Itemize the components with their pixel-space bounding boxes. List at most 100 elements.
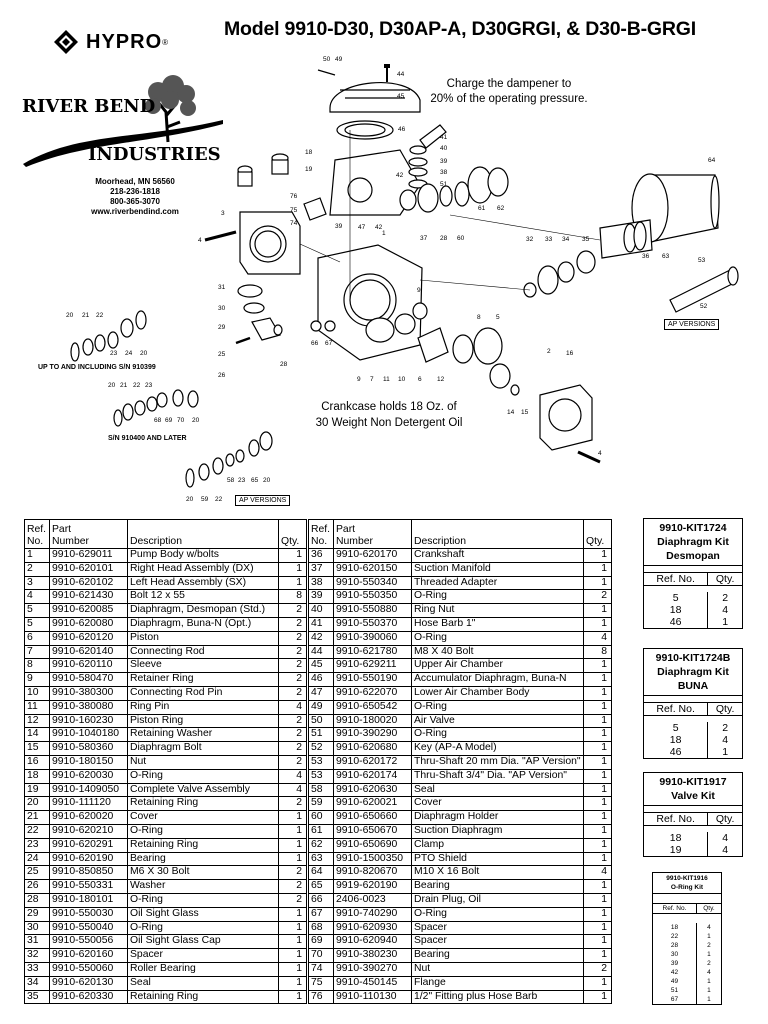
qty-cell: 1	[583, 699, 612, 715]
callout-label: 3	[221, 210, 225, 217]
ref-no-cell: 5	[24, 616, 50, 632]
dealer-address: Moorhead, MN 56560	[95, 177, 175, 186]
ref-no-cell: 64	[308, 865, 334, 881]
part-number-cell: 9910-629011	[49, 548, 128, 563]
kit-qty-header: Qty.	[707, 702, 743, 716]
qty-cell: 4	[278, 768, 307, 784]
qty-cell: 8	[278, 589, 307, 605]
callout-label: 50	[323, 56, 331, 63]
qty-cell: 1	[583, 948, 612, 963]
callout-label: 45	[397, 93, 405, 100]
ref-no-cell: 37	[308, 561, 334, 577]
callout-label: 42	[396, 172, 404, 179]
ref-no-cell: 47	[308, 685, 334, 701]
qty-cell: 1	[583, 892, 612, 908]
description-cell: Seal	[411, 782, 584, 798]
qty-cell: 1	[583, 768, 612, 784]
qty-cell: 1	[278, 810, 307, 825]
callout-label: 32	[526, 236, 534, 243]
part-number-cell: 9910-550880	[333, 603, 412, 618]
callout-label: 12	[437, 376, 445, 383]
callout-label: 4	[598, 450, 602, 457]
ref-no-cell: 23	[24, 837, 50, 853]
description-cell: Threaded Adapter	[411, 575, 584, 591]
part-number-cell: 9910-620102	[49, 575, 128, 591]
callout-label: 33	[545, 236, 553, 243]
kit-ref-cell: 42	[652, 968, 697, 977]
qty-cell: 2	[278, 796, 307, 812]
callout-label: 20	[108, 382, 116, 389]
description-cell: Crankshaft	[411, 548, 584, 563]
qty-header: Qty.	[583, 519, 612, 549]
qty-cell: 2	[278, 616, 307, 632]
callout-label: 40	[440, 145, 448, 152]
kit-qty-header: Qty.	[707, 812, 743, 826]
description-cell: Bolt 12 x 55	[127, 589, 279, 605]
callout-label: 28	[440, 235, 448, 242]
kit-qty-cell: 4	[707, 604, 743, 616]
part-number-cell: 9910-620940	[333, 934, 412, 950]
kit-ref-cell: 5	[642, 592, 709, 604]
kit-ref-cell: 18	[642, 734, 709, 746]
part-number-cell: 9910-1409050	[49, 782, 128, 798]
dealer-phone-1: 218-236-1818	[110, 187, 160, 196]
part-number-cell: 9910-620020	[49, 810, 128, 825]
callout-label: 31	[218, 284, 226, 291]
ref-no-cell: 8	[24, 658, 50, 674]
exploded-parts-diagram	[70, 64, 739, 488]
part-number-cell: 9910-450145	[333, 975, 412, 991]
callout-label: 63	[662, 253, 670, 260]
kit-ref-cell: 18	[642, 604, 709, 616]
ref-no-cell: 12	[24, 713, 50, 729]
kit-ref-cell: 49	[652, 977, 697, 986]
callout-label: 19	[305, 166, 313, 173]
ref-no-cell: 50	[308, 713, 334, 729]
callout-label: 28	[280, 361, 288, 368]
description-cell: Piston Ring	[127, 713, 279, 729]
kit-qty-cell: 2	[707, 722, 743, 734]
qty-cell: 2	[278, 713, 307, 729]
description-cell: Ring Pin	[127, 699, 279, 715]
callout-label: 5	[496, 314, 500, 321]
serial-note-after: S/N 910400 AND LATER	[108, 435, 187, 442]
qty-cell: 1	[583, 851, 612, 867]
qty-cell: 2	[278, 685, 307, 701]
dealer-website[interactable]: www.riverbendind.com	[91, 207, 179, 216]
callout-label: 39	[440, 158, 448, 165]
ref-no-cell: 46	[308, 672, 334, 687]
ref-no-cell: 1	[24, 548, 50, 563]
ref-no-cell: 52	[308, 741, 334, 756]
ref-no-cell: 39	[308, 589, 334, 605]
qty-cell: 4	[583, 630, 612, 646]
ref-no-cell: 41	[308, 616, 334, 632]
